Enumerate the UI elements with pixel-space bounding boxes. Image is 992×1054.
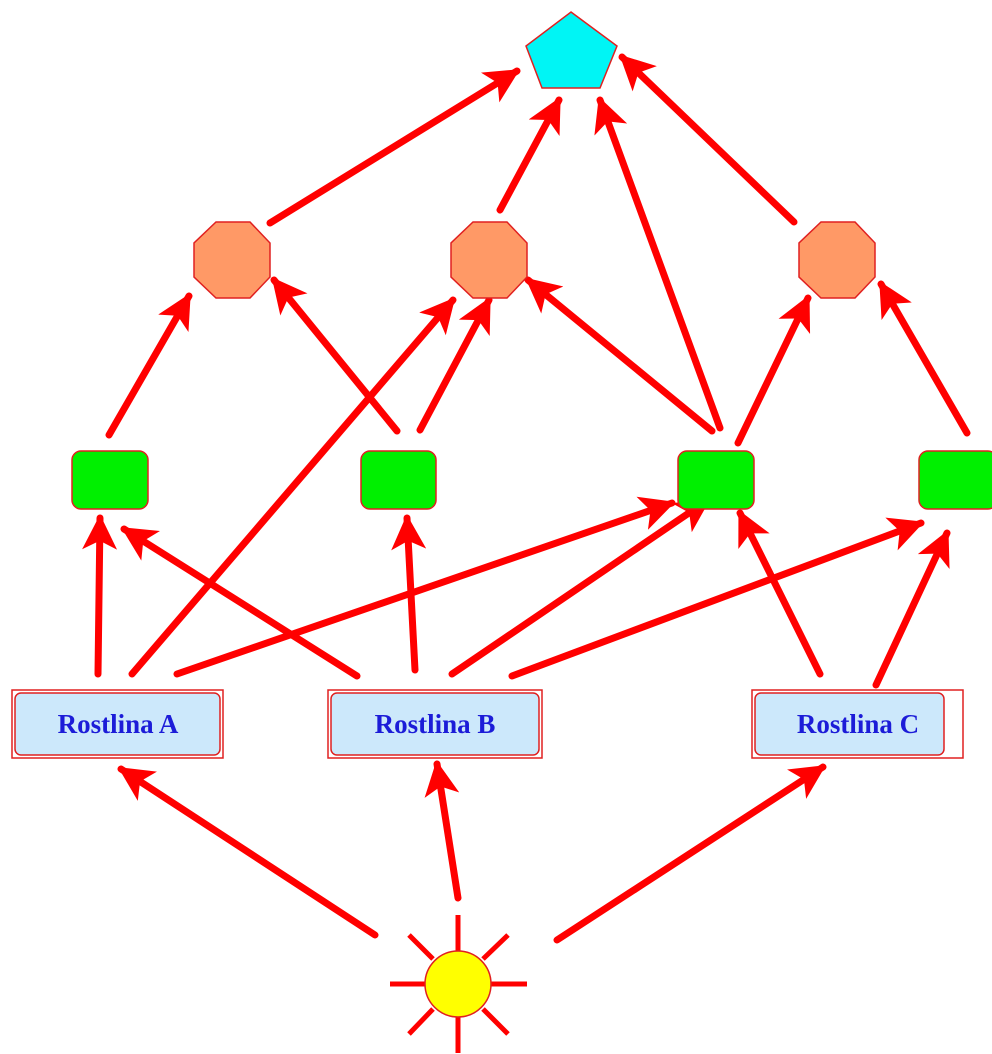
- plant-box: [14, 692, 221, 756]
- level-2-nodes: [193, 221, 876, 299]
- rounded-square-icon: [677, 450, 755, 510]
- arrow-plant-b-to-green-1: [120, 525, 361, 680]
- arrow-octagon-3-to-pentagon: [618, 53, 798, 226]
- level-1-nodes: [71, 450, 992, 510]
- arrow-green-1-to-octagon-1: [105, 292, 193, 439]
- arrow-plant-c-to-green-4: [872, 529, 951, 689]
- rounded-square-icon: [71, 450, 149, 510]
- sun-icon: [390, 915, 527, 1053]
- arrow-octagon-1-to-pentagon: [266, 67, 521, 227]
- arrow-plant-a-to-octagon-2: [128, 296, 457, 678]
- arrow-green-3-to-octagon-3: [734, 294, 812, 447]
- arrow-sun-to-plant-a: [117, 765, 379, 939]
- arrow-green-3-to-pentagon: [594, 96, 724, 432]
- plant-box: [330, 692, 540, 756]
- arrow-green-2-to-octagon-2: [416, 296, 493, 434]
- arrow-green-3-to-octagon-2: [524, 276, 716, 435]
- arrow-octagon-2-to-pentagon: [496, 96, 563, 214]
- octagon-icon: [798, 221, 876, 299]
- arrow-plant-a-to-green-1: [82, 514, 118, 678]
- plant-node-b: Rostlina B: [327, 689, 543, 759]
- arrow-sun-to-plant-b: [424, 760, 462, 902]
- plant-box: [754, 692, 945, 756]
- arrow-plant-a-to-green-3: [173, 496, 676, 678]
- octagon-icon: [193, 221, 271, 299]
- plant-label-b: Rostlina B: [375, 709, 496, 739]
- pentagon-icon: [525, 11, 618, 89]
- arrow-plant-b-to-green-4: [508, 517, 925, 680]
- octagon-icon: [450, 221, 528, 299]
- arrow-green-4-to-octagon-3: [877, 280, 971, 437]
- rounded-square-icon: [918, 450, 992, 510]
- plant-node-a: Rostlina A: [11, 689, 224, 759]
- plant-label-a: Rostlina A: [58, 709, 179, 739]
- rounded-square-icon: [360, 450, 437, 510]
- arrow-plant-c-to-green-3: [736, 509, 824, 678]
- arrow-sun-to-plant-c: [553, 763, 827, 944]
- plant-label-c: Rostlina C: [797, 709, 919, 739]
- arrow-green-2-to-octagon-1: [270, 276, 401, 435]
- arrow-plant-b-to-green-3: [448, 496, 712, 678]
- arrows: [82, 53, 971, 944]
- plant-node-c: Rostlina C: [751, 689, 964, 759]
